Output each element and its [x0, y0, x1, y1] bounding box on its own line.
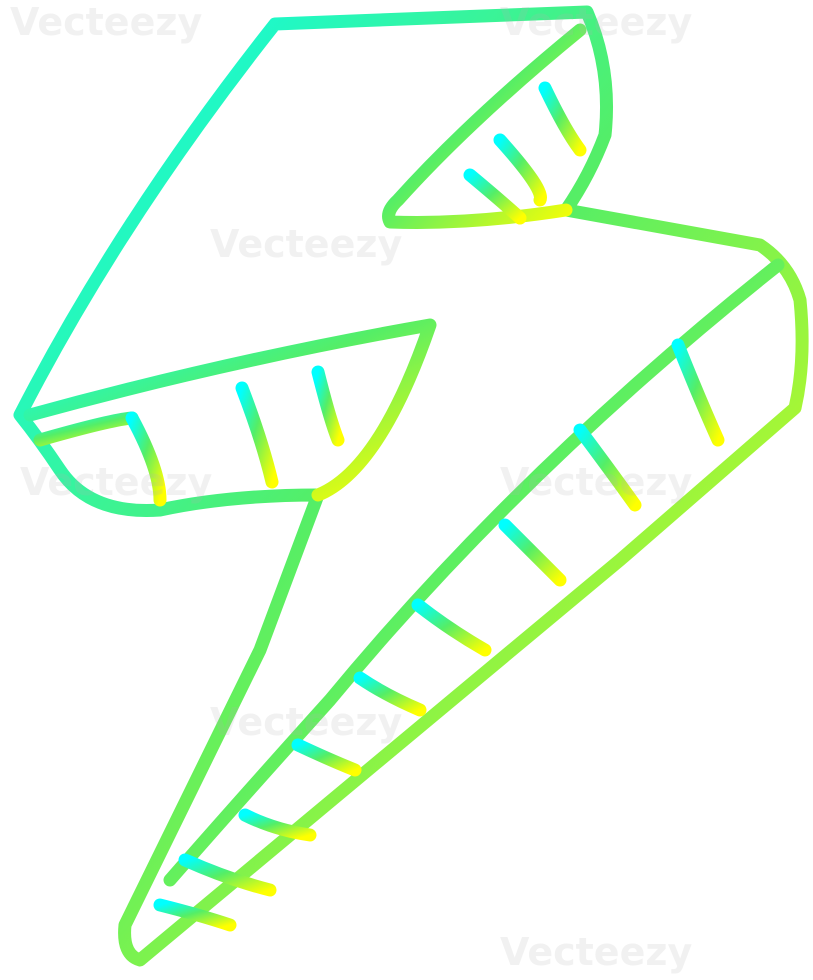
bolt-upper-outline	[13, 5, 809, 967]
bolt-rib	[178, 853, 277, 897]
bolt-rib	[671, 338, 725, 447]
bolt-rib	[411, 598, 492, 657]
bolt-rib	[353, 671, 427, 717]
bolt-rib	[235, 381, 279, 489]
bolt-left-notch-edge	[23, 318, 437, 502]
bolt-rib	[493, 133, 547, 207]
bolt-rib	[238, 808, 317, 842]
bolt-rib	[463, 168, 527, 225]
bolt-arm-inner-edge	[163, 258, 785, 887]
bolt-rib	[33, 411, 139, 447]
bolt-rib	[291, 738, 362, 777]
bolt-rib	[498, 518, 567, 587]
bolt-rib	[153, 898, 237, 932]
bolt-rib	[573, 423, 642, 512]
bolt-rib	[311, 365, 345, 447]
bolt-rib	[125, 411, 167, 507]
bolt-rib	[538, 81, 587, 157]
bolt-upper-inner-edge	[382, 23, 587, 229]
